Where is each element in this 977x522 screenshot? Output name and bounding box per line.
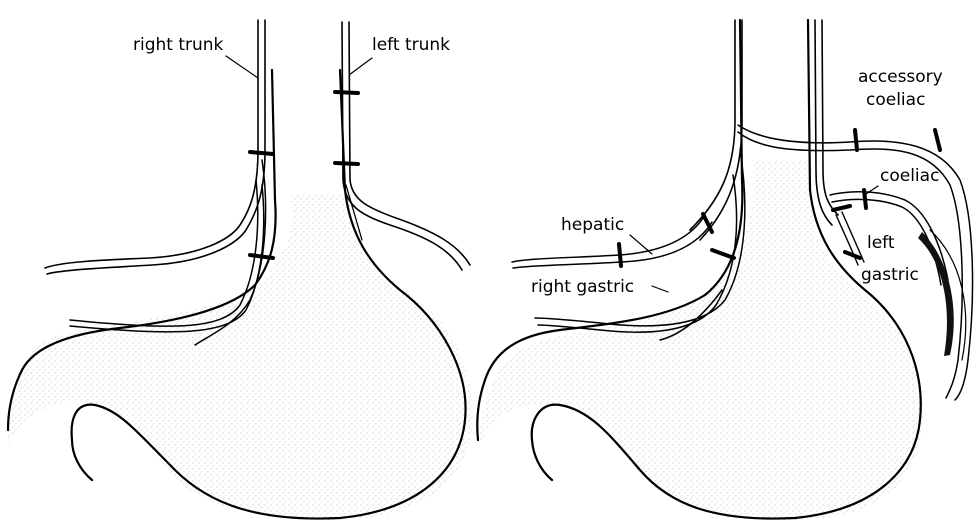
label-right-gastric: right gastric	[531, 277, 634, 297]
accessory-coeliac-cut-mark-2	[935, 130, 940, 150]
left-labels: right trunk left trunk	[133, 35, 450, 78]
right-trunk-nerve	[45, 20, 258, 268]
hepatic-cut-mark	[619, 244, 621, 266]
label-right-trunk: right trunk	[133, 35, 224, 55]
coeliac-vessel	[918, 232, 954, 356]
left-trunk-cut-mark-lower	[335, 163, 358, 164]
right-panel-left-trunk-inner	[822, 20, 838, 215]
right-panel-left-trunk	[815, 20, 832, 225]
left-trunk-cut-mark-upper	[335, 92, 358, 93]
label-coeliac: coeliac	[880, 166, 939, 186]
right-panel: accessory coeliac coeliac hepatic right …	[477, 20, 972, 520]
leader-right-trunk	[226, 56, 258, 78]
right-gastric-cut-mark	[712, 250, 734, 258]
coeliac-cut-mark	[864, 190, 866, 208]
left-stomach-fill	[8, 195, 473, 520]
leader-left-trunk	[349, 58, 372, 75]
label-left-gastric-line2: gastric	[861, 265, 919, 285]
left-trunk-cut-mark	[833, 206, 850, 210]
leader-hepatic	[630, 235, 652, 254]
label-left-trunk: left trunk	[372, 35, 450, 55]
label-left-gastric-line1: left	[867, 233, 895, 253]
left-stomach	[8, 70, 473, 520]
leader-right-gastric	[652, 286, 668, 292]
right-stomach	[477, 20, 922, 520]
label-hepatic: hepatic	[561, 215, 624, 235]
right-trunk-nerve-inner	[47, 20, 265, 274]
label-accessory-coeliac-line1: accessory	[858, 67, 943, 87]
left-gastric-cut-mark	[845, 252, 860, 258]
left-panel: right trunk left trunk	[8, 20, 473, 520]
right-trunk-cut-mark-upper	[250, 152, 273, 154]
label-accessory-coeliac-line2: coeliac	[866, 90, 925, 110]
accessory-coeliac-cut-mark-1	[855, 130, 857, 150]
left-trunk-nerve-inner	[349, 22, 470, 265]
